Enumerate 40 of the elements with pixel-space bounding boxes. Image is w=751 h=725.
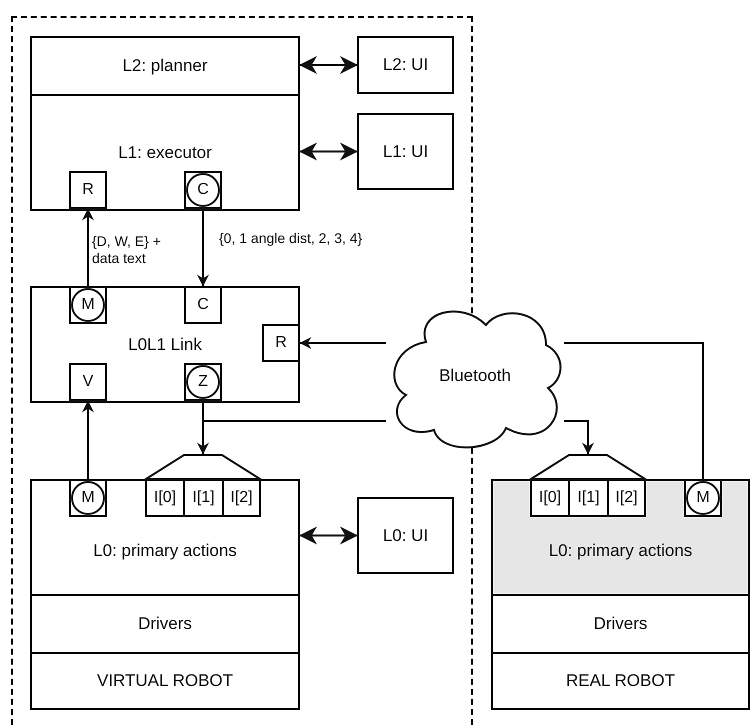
layer-label: L1: executor — [118, 142, 212, 162]
layer-box — [30, 94, 300, 211]
circle-port: Z — [184, 363, 222, 401]
connector-line — [564, 342, 704, 479]
layer-box: Drivers — [30, 594, 300, 654]
arrow — [197, 209, 209, 287]
port-box: R — [69, 171, 107, 209]
layer-box: VIRTUAL ROBOT — [30, 652, 300, 710]
circle-port: C — [184, 171, 222, 209]
port-box: I[0] — [145, 479, 185, 517]
circle-port: M — [684, 479, 722, 517]
edge-label: {0, 1 angle dist, 2, 3, 4} — [218, 230, 364, 247]
arrow — [82, 208, 94, 286]
connector-line — [202, 401, 386, 422]
arrow — [299, 337, 386, 349]
port-box: I[1] — [568, 479, 609, 517]
arrow — [564, 420, 594, 455]
layer-box — [30, 286, 300, 403]
arrow — [299, 142, 358, 160]
ui-box: L0: UI — [357, 497, 454, 574]
layer-box — [491, 479, 750, 596]
port-box: I[2] — [607, 479, 646, 517]
circle-port: M — [69, 286, 107, 324]
port-box: I[2] — [222, 479, 261, 517]
layer-label: L0L1 Link — [128, 334, 202, 354]
port-box: V — [69, 363, 107, 401]
arrow — [299, 526, 358, 544]
ui-box: L1: UI — [357, 113, 454, 190]
port-box: R — [262, 324, 300, 362]
port-box: C — [184, 286, 222, 324]
ui-box: L2: UI — [357, 36, 454, 94]
arrow — [299, 56, 358, 74]
layer-box: REAL ROBOT — [491, 652, 750, 710]
layer-box: L2: planner — [30, 36, 300, 96]
layer-box: Drivers — [491, 594, 750, 654]
port-box: I[0] — [530, 479, 570, 517]
layer-label: L0: primary actions — [548, 540, 692, 560]
arrow — [82, 400, 94, 479]
layer-label: L0: primary actions — [93, 540, 237, 560]
circle-port: M — [69, 479, 107, 517]
